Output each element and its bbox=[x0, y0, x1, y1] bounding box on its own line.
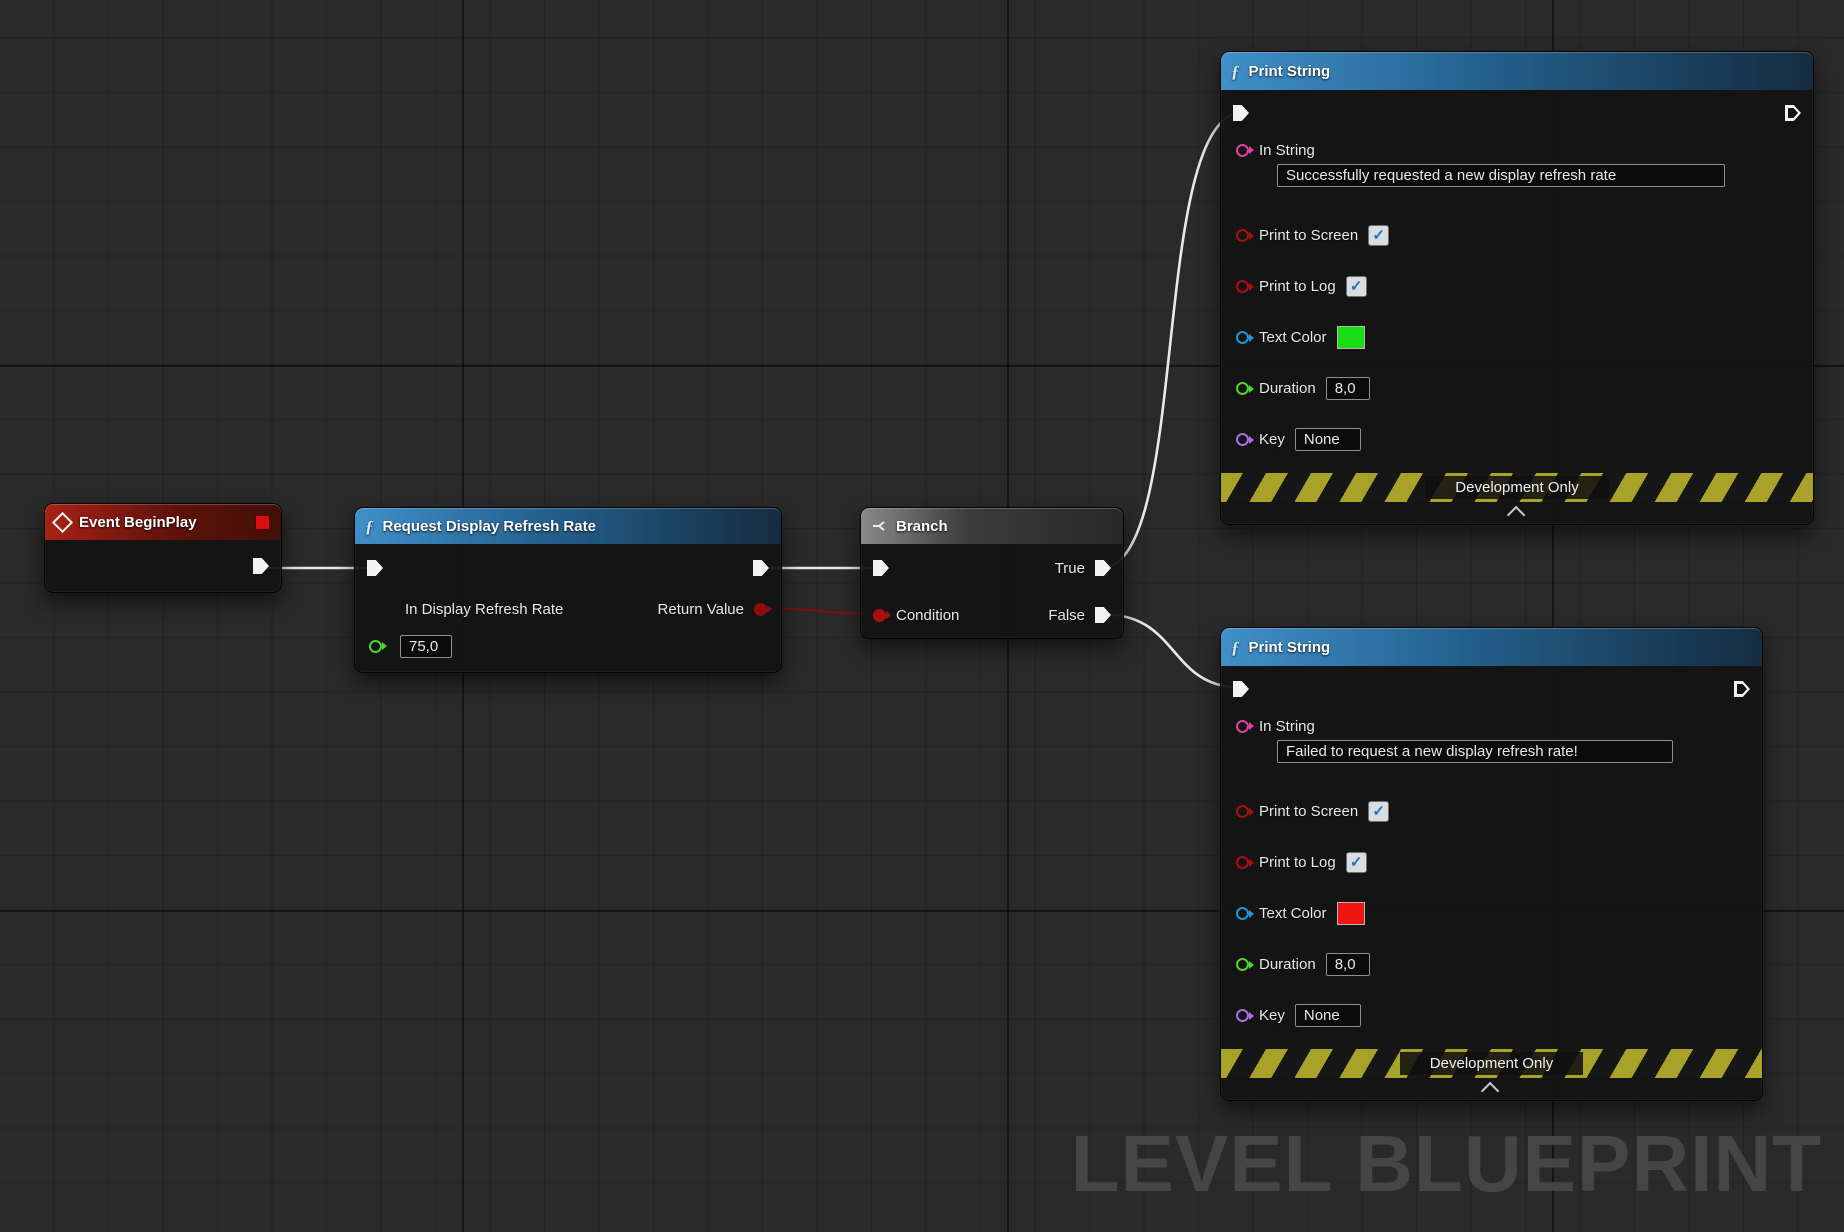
in-string-label: In String bbox=[1259, 717, 1315, 735]
print-to-screen-checkbox[interactable] bbox=[1368, 225, 1390, 246]
print-to-screen-checkbox[interactable] bbox=[1368, 801, 1390, 822]
false-exec-pin[interactable] bbox=[1095, 607, 1111, 623]
duration-label: Duration bbox=[1259, 956, 1316, 973]
print-to-log-label: Print to Log bbox=[1259, 278, 1336, 295]
exec-in-pin[interactable] bbox=[873, 560, 889, 576]
return-value-label: Return Value bbox=[657, 600, 744, 618]
true-exec-pin[interactable] bbox=[1095, 560, 1111, 576]
return-value-pin[interactable] bbox=[754, 602, 772, 616]
function-icon: ƒ bbox=[1231, 637, 1240, 657]
node-print-string-fail[interactable]: ƒ Print String In String Failed to reque… bbox=[1220, 627, 1763, 1101]
function-icon: ƒ bbox=[365, 516, 374, 536]
event-badge-icon bbox=[254, 513, 271, 531]
print-to-log-pin[interactable] bbox=[1236, 856, 1254, 869]
node-branch[interactable]: Branch True Condition False bbox=[860, 507, 1124, 639]
print-to-screen-pin[interactable] bbox=[1236, 805, 1254, 818]
duration-value-input[interactable]: 8,0 bbox=[1325, 953, 1370, 976]
exec-out-pin[interactable] bbox=[1734, 681, 1750, 697]
key-value-input[interactable]: None bbox=[1294, 1004, 1361, 1027]
node-title: Print String bbox=[1248, 638, 1331, 656]
in-string-value-input[interactable]: Failed to request a new display refresh … bbox=[1277, 740, 1673, 763]
wire-false-to-print-fail[interactable] bbox=[1100, 612, 1245, 690]
key-label: Key bbox=[1259, 431, 1285, 448]
condition-pin[interactable] bbox=[873, 608, 891, 622]
node-header: Branch bbox=[861, 508, 1123, 544]
branch-icon bbox=[873, 521, 885, 531]
node-request-display-refresh-rate[interactable]: ƒ Request Display Refresh Rate In Displa… bbox=[354, 507, 782, 673]
key-pin[interactable] bbox=[1236, 433, 1254, 446]
exec-out-pin[interactable] bbox=[253, 558, 269, 574]
duration-pin[interactable] bbox=[1236, 382, 1254, 395]
collapse-chevron-icon[interactable] bbox=[1506, 505, 1525, 524]
development-only-banner: Development Only bbox=[1221, 1049, 1762, 1078]
input-pin-label: In Display Refresh Rate bbox=[405, 600, 564, 618]
wire-true-to-print-success[interactable] bbox=[1100, 110, 1245, 570]
collapse-chevron-icon[interactable] bbox=[1480, 1081, 1500, 1100]
node-title: Request Display Refresh Rate bbox=[382, 517, 596, 535]
duration-pin[interactable] bbox=[1236, 958, 1254, 971]
print-to-log-checkbox[interactable] bbox=[1345, 852, 1367, 873]
text-color-label: Text Color bbox=[1259, 329, 1327, 346]
text-color-swatch[interactable] bbox=[1336, 326, 1365, 349]
text-color-pin[interactable] bbox=[1236, 331, 1254, 344]
node-header: ƒ Print String bbox=[1221, 52, 1813, 90]
duration-value-input[interactable]: 8,0 bbox=[1325, 377, 1370, 400]
node-header: ƒ Print String bbox=[1221, 628, 1762, 666]
text-color-label: Text Color bbox=[1259, 905, 1327, 922]
node-header: ƒ Request Display Refresh Rate bbox=[355, 508, 781, 544]
development-only-label: Development Only bbox=[1399, 1052, 1584, 1075]
refresh-rate-value-input[interactable]: 75,0 bbox=[400, 634, 452, 658]
key-label: Key bbox=[1259, 1007, 1285, 1024]
in-string-value-input[interactable]: Successfully requested a new display ref… bbox=[1277, 164, 1725, 187]
node-header: Event BeginPlay bbox=[45, 504, 281, 540]
development-only-label: Development Only bbox=[1425, 476, 1609, 499]
exec-in-pin[interactable] bbox=[1233, 105, 1249, 121]
node-title: Print String bbox=[1248, 62, 1331, 80]
print-to-log-label: Print to Log bbox=[1259, 854, 1336, 871]
text-color-swatch[interactable] bbox=[1336, 902, 1365, 925]
node-event-beginplay[interactable]: Event BeginPlay bbox=[44, 503, 282, 593]
exec-out-pin[interactable] bbox=[1785, 105, 1801, 121]
function-icon: ƒ bbox=[1231, 61, 1240, 81]
text-color-pin[interactable] bbox=[1236, 907, 1254, 920]
in-string-label: In String bbox=[1259, 141, 1315, 159]
development-only-banner: Development Only bbox=[1221, 473, 1813, 502]
duration-label: Duration bbox=[1259, 380, 1316, 397]
exec-out-pin[interactable] bbox=[753, 560, 769, 576]
refresh-rate-input-pin[interactable] bbox=[369, 639, 387, 653]
event-icon bbox=[51, 511, 74, 533]
in-string-pin[interactable] bbox=[1236, 143, 1254, 157]
key-pin[interactable] bbox=[1236, 1009, 1254, 1022]
condition-label: Condition bbox=[896, 606, 960, 624]
exec-in-pin[interactable] bbox=[1233, 681, 1249, 697]
print-to-screen-label: Print to Screen bbox=[1259, 227, 1359, 244]
node-title: Event BeginPlay bbox=[79, 513, 197, 531]
exec-in-pin[interactable] bbox=[367, 560, 383, 576]
node-print-string-success[interactable]: ƒ Print String In String Successfully re… bbox=[1220, 51, 1814, 525]
print-to-screen-pin[interactable] bbox=[1236, 229, 1254, 242]
key-value-input[interactable]: None bbox=[1294, 428, 1361, 451]
level-blueprint-watermark: LEVEL BLUEPRINT bbox=[1070, 1119, 1822, 1208]
true-label: True bbox=[1054, 559, 1085, 577]
false-label: False bbox=[1048, 606, 1085, 624]
print-to-screen-label: Print to Screen bbox=[1259, 803, 1359, 820]
print-to-log-pin[interactable] bbox=[1236, 280, 1254, 293]
print-to-log-checkbox[interactable] bbox=[1345, 276, 1367, 297]
node-title: Branch bbox=[896, 517, 948, 535]
in-string-pin[interactable] bbox=[1236, 719, 1254, 733]
